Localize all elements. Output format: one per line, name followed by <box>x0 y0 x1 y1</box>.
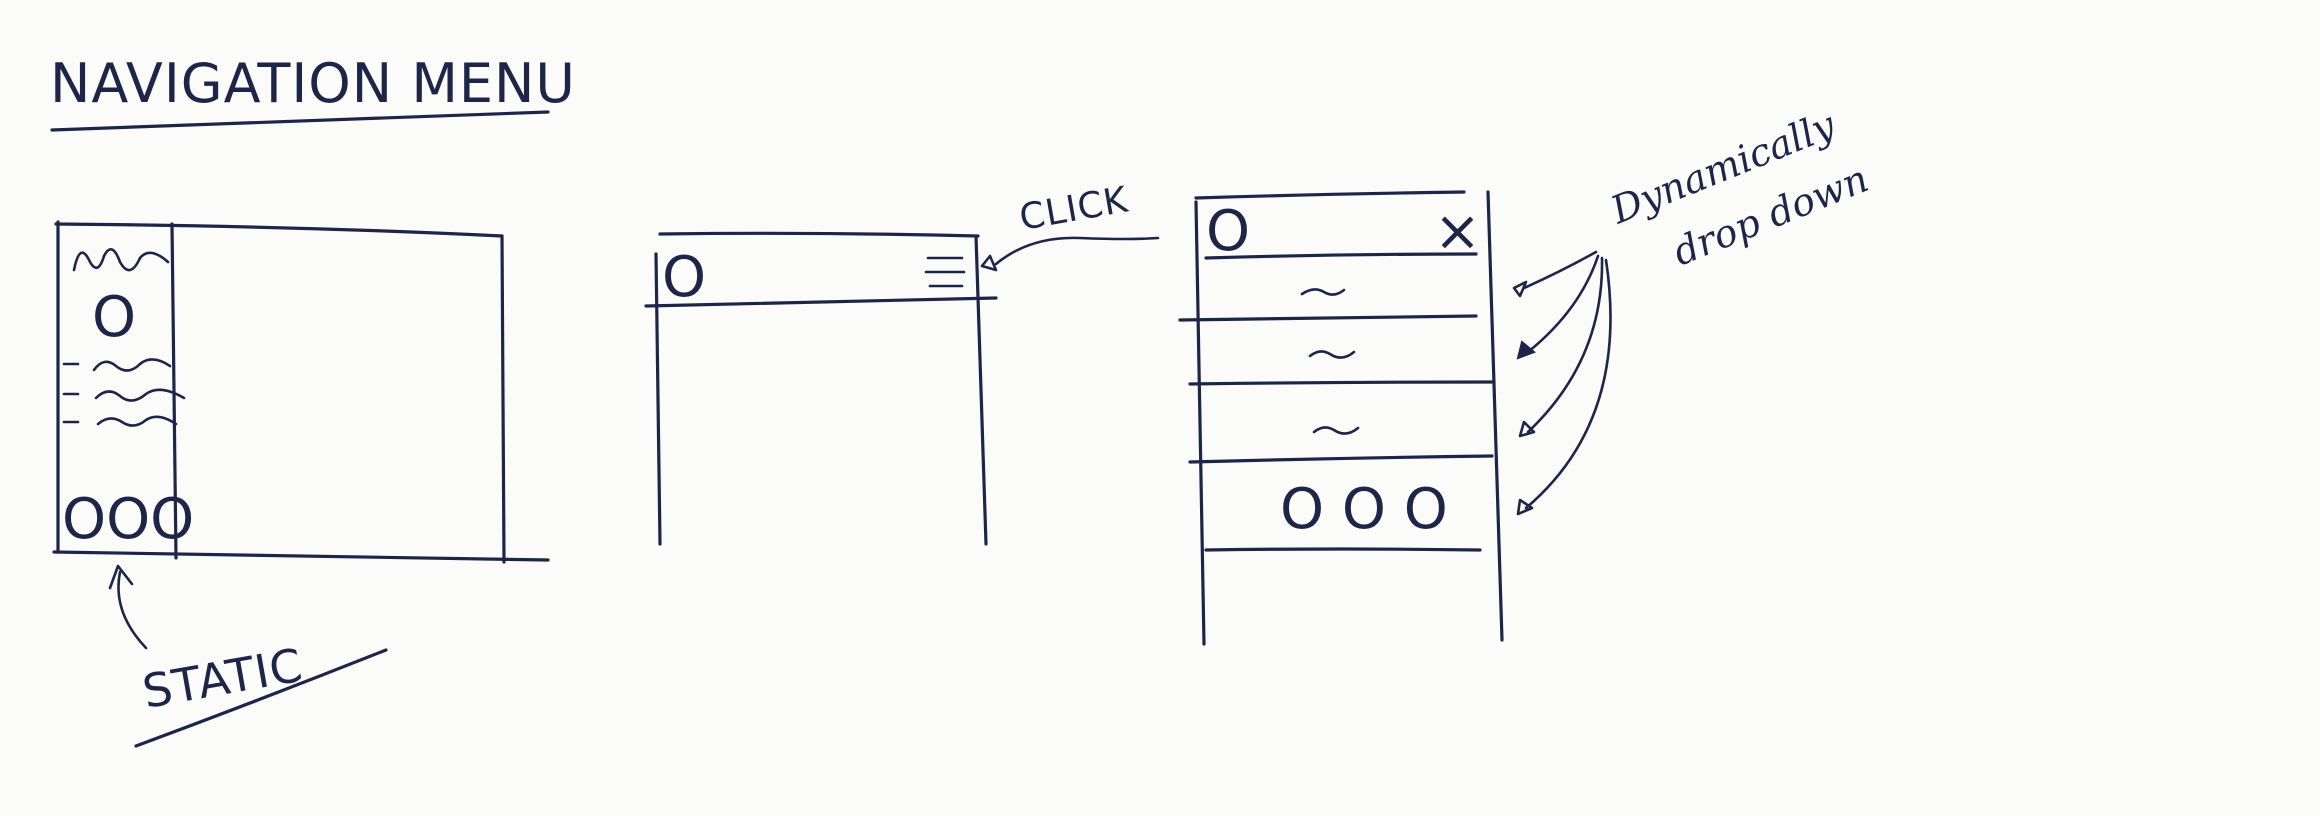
page-title: NAVIGATION MENU <box>50 52 576 115</box>
sidebar-menu-item <box>96 415 178 427</box>
dynamic-arrow <box>1526 254 1600 354</box>
mobile-right-edge <box>974 234 988 546</box>
static-underline <box>134 648 388 748</box>
static-annotation: STATIC <box>108 564 388 748</box>
mobile-left-edge <box>654 252 662 546</box>
mobile-layout-sketch: O <box>644 231 998 546</box>
dropdown-logo: O <box>1206 199 1250 264</box>
dynamic-annotation: Dynamically drop down <box>1512 103 1874 516</box>
dynamic-arrow <box>1524 258 1612 510</box>
static-arrowhead <box>108 564 134 590</box>
dropdown-divider <box>1188 454 1494 464</box>
static-arrow <box>117 570 148 650</box>
sidebar-footer: OOO <box>62 487 194 552</box>
dynamic-arrow <box>1522 250 1598 290</box>
mobile-logo: O <box>662 245 706 310</box>
click-label: CLICK <box>1016 179 1131 238</box>
dropdown-divider <box>1188 380 1496 386</box>
dropdown-header-divider <box>1204 252 1478 260</box>
dropdown-menu-item[interactable] <box>1308 350 1356 359</box>
dynamic-arrow <box>1526 256 1604 434</box>
desktop-top-edge <box>54 222 504 238</box>
sidebar-divider <box>170 222 178 560</box>
dropdown-bottom-divider <box>1204 547 1482 552</box>
dropdown-menu-item[interactable] <box>1300 288 1346 296</box>
mobile-top-edge <box>658 231 980 238</box>
dropdown-footer: O O O <box>1280 477 1448 542</box>
desktop-layout-sketch: O OOO <box>52 220 550 564</box>
click-arrowhead <box>980 254 998 272</box>
sidebar-menu-item <box>94 388 186 402</box>
title-underline <box>50 110 550 132</box>
desktop-bottom-edge <box>52 550 550 562</box>
dynamic-arrowhead <box>1512 280 1528 298</box>
sidebar-logo: O <box>92 285 136 350</box>
sidebar-header-squiggle <box>72 248 170 272</box>
static-label: STATIC <box>139 638 307 719</box>
dropdown-layout-sketch: O × O O O <box>1178 190 1504 646</box>
dynamic-arrowhead <box>1518 420 1536 438</box>
dynamic-arrowhead <box>1516 340 1536 360</box>
desktop-right-edge <box>500 234 506 564</box>
dropdown-divider <box>1178 314 1478 322</box>
hamburger-icon[interactable] <box>924 256 966 288</box>
mobile-header-divider <box>644 296 998 308</box>
click-annotation: CLICK <box>994 179 1160 266</box>
dropdown-right-edge <box>1486 190 1504 642</box>
dynamic-arrowhead <box>1516 498 1534 516</box>
dropdown-left-edge <box>1194 200 1206 646</box>
dropdown-menu-item[interactable] <box>1312 426 1360 435</box>
click-pointer-line <box>994 236 1160 266</box>
dropdown-top-edge <box>1194 190 1466 200</box>
sidebar-menu-item <box>92 358 172 372</box>
